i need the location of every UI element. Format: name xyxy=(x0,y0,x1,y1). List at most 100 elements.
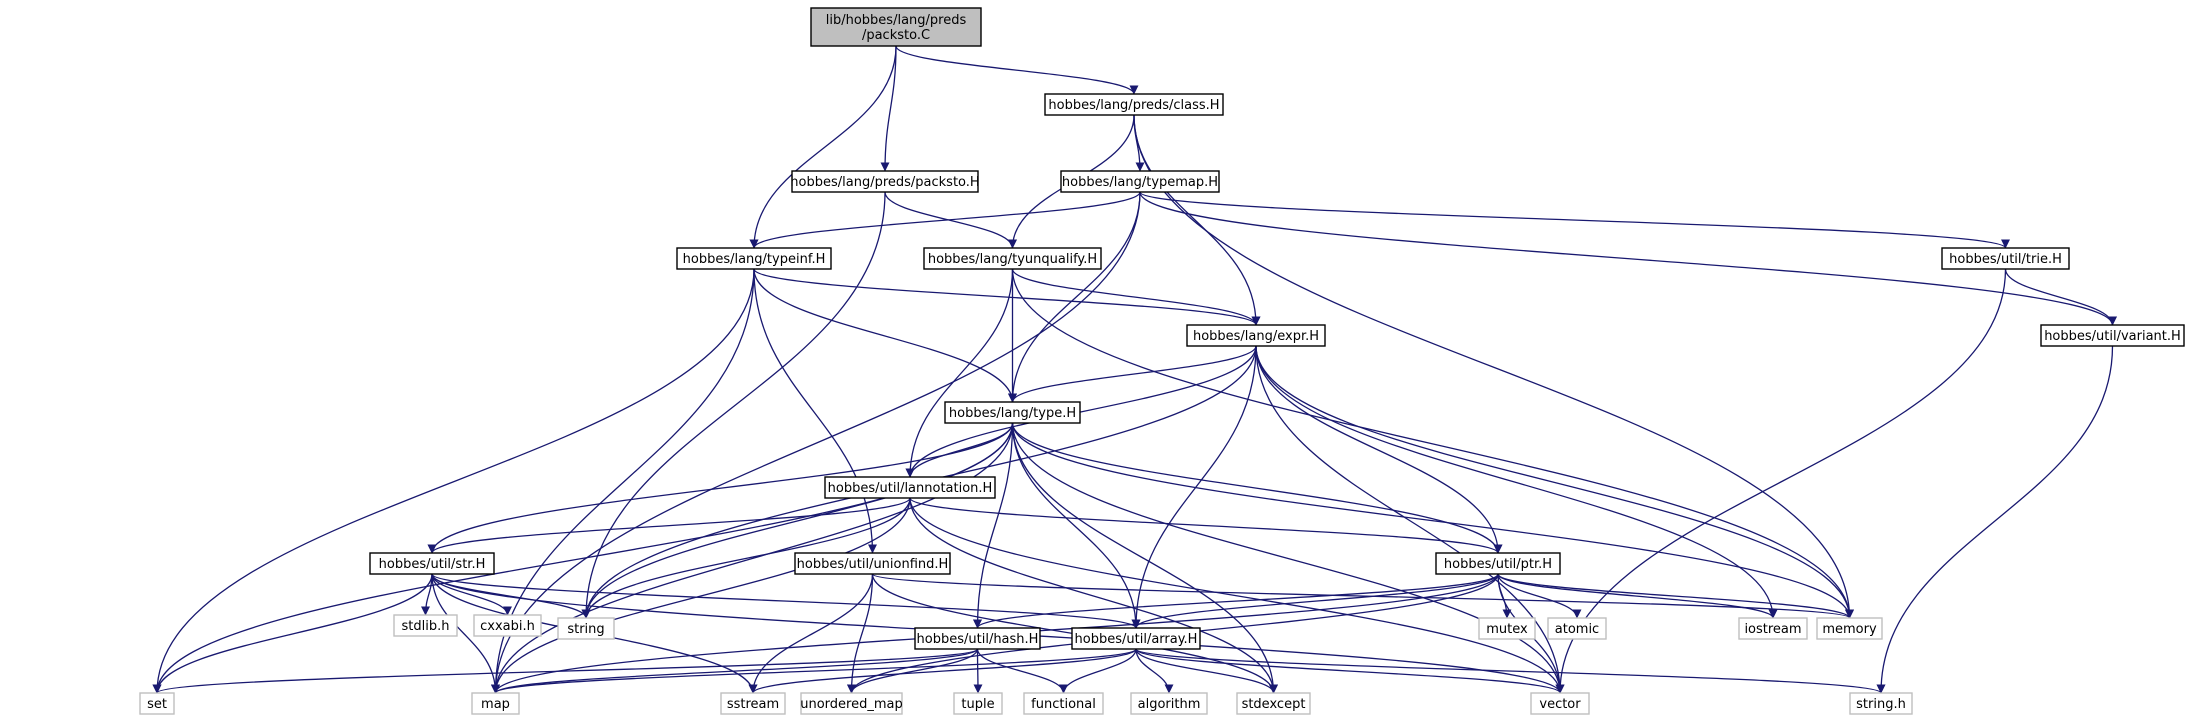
edge-expr-to-type xyxy=(1008,345,1257,403)
edge-str-to-cxxabi xyxy=(431,573,512,616)
node-main[interactable]: lib/hobbes/lang/preds/packsto.C xyxy=(810,7,982,47)
node-label: /packsto.C xyxy=(862,28,930,43)
node-label: hobbes/lang/preds/class.H xyxy=(1048,98,1219,113)
node-stdlib: stdlib.h xyxy=(393,614,458,637)
edge-type-to-array xyxy=(1011,422,1141,629)
node-sstream: sstream xyxy=(720,692,786,715)
node-label: cxxabi.h xyxy=(480,619,535,634)
node-box xyxy=(914,627,1041,650)
node-label: hobbes/lang/tyunqualify.H xyxy=(928,252,1097,267)
edge-type-to-hash xyxy=(973,422,1014,629)
edge-array-to-sstream xyxy=(748,648,1137,694)
node-box xyxy=(824,476,996,499)
edge-array-to-functional xyxy=(1059,648,1137,694)
node-variant[interactable]: hobbes/util/variant.H xyxy=(2040,324,2185,347)
edge-type-to-str xyxy=(427,422,1014,554)
node-label: lib/hobbes/lang/preds xyxy=(826,13,967,28)
node-type[interactable]: hobbes/lang/type.H xyxy=(944,401,1081,424)
edge-trie-to-variant xyxy=(2004,268,2117,326)
edge-lannotation-to-stdexcept xyxy=(909,497,1278,694)
node-label: hobbes/util/lannotation.H xyxy=(828,481,993,496)
node-array[interactable]: hobbes/util/array.H xyxy=(1071,627,1201,650)
node-str[interactable]: hobbes/util/str.H xyxy=(369,552,495,575)
edge-tyunqualify-to-memory xyxy=(1011,268,1854,619)
edge-ptr-to-array xyxy=(1131,573,1499,629)
edge-ptr-to-hash xyxy=(973,573,1499,629)
edge-typeinf-to-unionfind xyxy=(753,268,877,554)
edge-hash-to-unordered_map xyxy=(847,648,979,694)
node-label: hobbes/lang/preds/packsto.H xyxy=(790,175,979,190)
node-unionfind[interactable]: hobbes/util/unionfind.H xyxy=(794,552,951,575)
node-box xyxy=(923,247,1102,270)
node-lannotation[interactable]: hobbes/util/lannotation.H xyxy=(824,476,996,499)
edge-lannotation-to-vector xyxy=(909,497,1565,694)
edge-main-to-packsto xyxy=(880,45,897,172)
node-label: sstream xyxy=(727,697,779,712)
node-typeinf[interactable]: hobbes/lang/typeinf.H xyxy=(676,247,832,270)
edge-str-to-set xyxy=(152,573,433,694)
node-tuple: tuple xyxy=(953,692,1003,715)
edge-type-to-vector xyxy=(1011,422,1565,694)
node-label: functional xyxy=(1031,697,1096,712)
node-label: stdlib.h xyxy=(402,619,450,634)
node-box xyxy=(800,692,903,715)
edge-typemap-to-trie xyxy=(1139,191,2010,249)
node-box xyxy=(1478,617,1536,640)
node-box xyxy=(810,7,982,47)
node-box xyxy=(944,401,1081,424)
node-tyunqualify[interactable]: hobbes/lang/tyunqualify.H xyxy=(923,247,1102,270)
edge-variant-to-stringh xyxy=(1876,345,2114,694)
node-box xyxy=(471,692,520,715)
node-box xyxy=(139,692,175,715)
edge-lannotation-to-ptr xyxy=(909,497,1503,554)
node-stdexcept: stdexcept xyxy=(1236,692,1311,715)
node-box xyxy=(1547,617,1607,640)
edge-tyunqualify-to-expr xyxy=(1011,268,1261,326)
edge-array-to-algorithm xyxy=(1135,648,1174,694)
edge-expr-to-lannotation xyxy=(905,345,1257,478)
node-packsto[interactable]: hobbes/lang/preds/packsto.H xyxy=(790,170,980,193)
node-label: hobbes/util/variant.H xyxy=(2044,329,2181,344)
node-atomic: atomic xyxy=(1547,617,1607,640)
node-label: hobbes/util/trie.H xyxy=(1949,252,2062,267)
edge-array-to-vector xyxy=(1135,648,1565,694)
node-label: unordered_map xyxy=(800,697,903,712)
edge-hash-to-set xyxy=(152,648,979,694)
node-label: memory xyxy=(1822,622,1877,637)
node-expr[interactable]: hobbes/lang/expr.H xyxy=(1186,324,1326,347)
node-memory: memory xyxy=(1816,617,1883,640)
node-typemap[interactable]: hobbes/lang/typemap.H xyxy=(1060,170,1220,193)
edge-main-to-typeinf xyxy=(749,45,897,249)
node-label: set xyxy=(147,697,167,712)
edge-type-to-set xyxy=(152,422,1014,694)
node-box xyxy=(1044,93,1224,116)
node-iostream: iostream xyxy=(1738,617,1808,640)
edge-ptr-to-atomic xyxy=(1497,573,1582,619)
node-box xyxy=(953,692,1003,715)
edge-array-to-map xyxy=(491,648,1137,694)
node-string: string xyxy=(557,617,615,640)
edge-expr-to-iostream xyxy=(1255,345,1778,619)
node-label: hobbes/util/array.H xyxy=(1075,632,1198,647)
node-box xyxy=(557,617,615,640)
node-class[interactable]: hobbes/lang/preds/class.H xyxy=(1044,93,1224,116)
edge-lannotation-to-map xyxy=(491,497,911,694)
node-hash[interactable]: hobbes/util/hash.H xyxy=(914,627,1041,650)
edge-tyunqualify-to-lannotation xyxy=(905,268,1014,478)
node-trie[interactable]: hobbes/util/trie.H xyxy=(1941,247,2070,270)
node-box xyxy=(1849,692,1913,715)
node-box xyxy=(1530,692,1590,715)
node-box xyxy=(791,170,979,193)
node-algorithm: algorithm xyxy=(1130,692,1208,715)
edge-expr-to-memory xyxy=(1255,345,1854,619)
node-box xyxy=(1236,692,1311,715)
edge-unionfind-to-memory xyxy=(871,573,1854,619)
node-label: hobbes/util/unionfind.H xyxy=(797,557,949,572)
node-ptr[interactable]: hobbes/util/ptr.H xyxy=(1435,552,1561,575)
node-box xyxy=(473,614,542,637)
node-box xyxy=(1060,170,1220,193)
node-label: algorithm xyxy=(1138,697,1201,712)
edge-ptr-to-iostream xyxy=(1497,573,1778,619)
edge-type-to-map xyxy=(491,422,1014,694)
